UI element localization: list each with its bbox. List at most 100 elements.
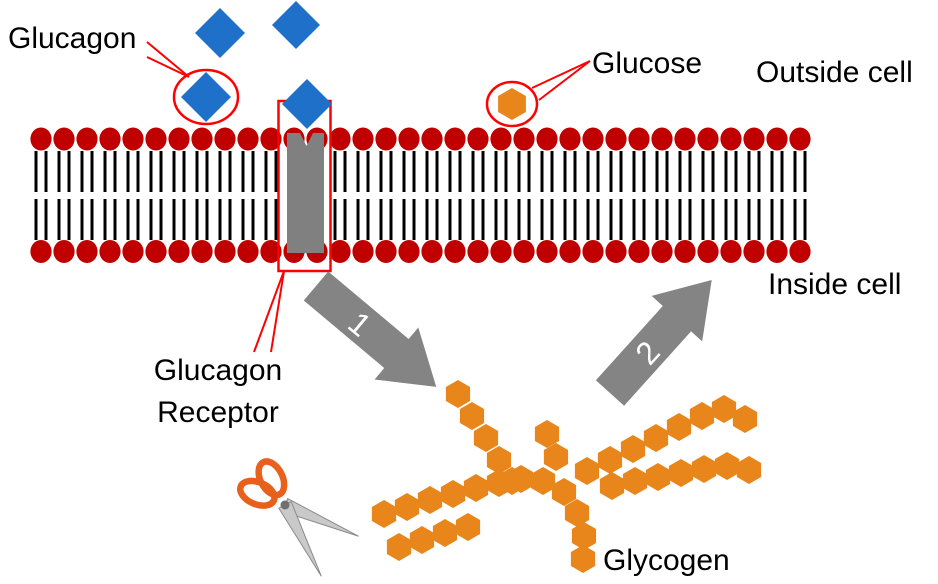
glycogen-hexagon bbox=[620, 435, 646, 463]
glycogen-hexagon bbox=[571, 522, 597, 550]
lipid-head bbox=[559, 240, 581, 263]
lipid-head bbox=[260, 127, 282, 151]
scissors-pivot bbox=[280, 500, 290, 510]
glucagon-receptor bbox=[287, 133, 324, 253]
lipid-head bbox=[30, 240, 52, 263]
lipid-head bbox=[536, 127, 558, 151]
glucagon-molecules bbox=[181, 1, 332, 129]
glucagon-molecule-icon bbox=[181, 72, 231, 122]
glycogen-hexagon bbox=[643, 424, 669, 452]
receptor-label-line1: Glucagon bbox=[154, 354, 282, 387]
lipid-head bbox=[191, 240, 213, 263]
lipid-head bbox=[214, 240, 236, 263]
receptor-callout bbox=[253, 270, 285, 353]
glucose-label: Glucose bbox=[592, 47, 702, 80]
cell-membrane bbox=[30, 127, 811, 263]
glycogen-hexagon bbox=[534, 420, 560, 448]
lipid-head bbox=[467, 127, 489, 151]
glycogen-hexagon bbox=[666, 413, 692, 441]
lipid-head bbox=[697, 127, 719, 151]
lipid-head bbox=[467, 240, 489, 263]
glycogen-hexagon bbox=[691, 455, 717, 483]
glycogen-hexagon bbox=[445, 380, 471, 408]
callout-line bbox=[531, 60, 591, 89]
lipid-head bbox=[697, 240, 719, 263]
glycogen-hexagon bbox=[486, 446, 512, 474]
lipid-head bbox=[145, 240, 167, 263]
glycogen-hexagon bbox=[645, 463, 671, 491]
glycogen-hexagon bbox=[386, 533, 412, 561]
arrow-shape bbox=[595, 280, 712, 406]
lipid-head bbox=[490, 240, 512, 263]
lipid-head bbox=[513, 240, 535, 263]
glycogen-hexagon bbox=[459, 402, 485, 430]
glucagon-callout bbox=[146, 41, 240, 126]
glycogen-hexagon bbox=[714, 452, 740, 480]
lipid-head bbox=[605, 240, 627, 263]
lipid-head bbox=[99, 127, 121, 151]
lipid-head bbox=[145, 127, 167, 151]
lipid-head bbox=[651, 240, 673, 263]
inside-cell-label: Inside cell bbox=[768, 268, 901, 301]
arrow-shape bbox=[303, 271, 437, 387]
glucagon-molecule-icon bbox=[272, 1, 320, 49]
callout-line bbox=[270, 270, 285, 353]
glycogen-hexagon bbox=[371, 500, 397, 528]
glycogen-hexagon bbox=[530, 467, 556, 495]
glycogen-hexagon bbox=[711, 395, 737, 423]
lipid-head bbox=[743, 240, 765, 263]
glycogen-hexagon bbox=[622, 467, 648, 495]
lipid-head bbox=[375, 127, 397, 151]
lipid-head bbox=[99, 240, 121, 263]
lipid-head bbox=[168, 127, 190, 151]
lipid-head bbox=[628, 240, 650, 263]
scissors-icon bbox=[237, 458, 359, 577]
glucose-molecule-icon bbox=[498, 88, 526, 120]
lipid-head bbox=[352, 127, 374, 151]
scissors-handle bbox=[255, 458, 288, 499]
lipid-head bbox=[789, 240, 811, 263]
lipid-head bbox=[651, 127, 673, 151]
lipid-head bbox=[582, 127, 604, 151]
glycogen-hexagon bbox=[543, 443, 569, 471]
glycogen-hexagon bbox=[732, 405, 758, 433]
glycogen-hexagon bbox=[668, 459, 694, 487]
callout-line bbox=[146, 56, 190, 78]
lipid-head bbox=[375, 240, 397, 263]
lipid-head bbox=[53, 240, 75, 263]
lipid-head bbox=[720, 127, 742, 151]
glycogen-hexagon bbox=[455, 513, 481, 541]
glucagon-molecule-icon bbox=[195, 8, 245, 58]
glucagon-molecule-on-receptor-icon bbox=[282, 79, 332, 129]
lipid-head bbox=[559, 127, 581, 151]
lipid-head bbox=[237, 127, 259, 151]
glycogen-hexagon bbox=[432, 519, 458, 547]
lipid-head bbox=[444, 240, 466, 263]
glycogen-hexagon bbox=[440, 480, 466, 508]
callout-line bbox=[146, 41, 190, 78]
glucagon-label: Glucagon bbox=[8, 22, 136, 55]
lipid-head bbox=[76, 240, 98, 263]
receptor-label-line2: Receptor bbox=[157, 396, 279, 429]
lipid-head bbox=[421, 127, 443, 151]
lipid-head bbox=[766, 240, 788, 263]
lipid-head bbox=[628, 127, 650, 151]
lipid-head bbox=[76, 127, 98, 151]
glycogen-hexagon bbox=[551, 478, 577, 506]
lipid-head bbox=[743, 127, 765, 151]
glycogen-hexagon bbox=[736, 456, 762, 484]
lipid-head bbox=[674, 240, 696, 263]
glycogen-hexagon bbox=[570, 545, 596, 573]
lipid-head bbox=[214, 127, 236, 151]
callout-line bbox=[253, 270, 285, 353]
lipid-head bbox=[398, 127, 420, 151]
glycogen-label: Glycogen bbox=[603, 544, 730, 577]
lipid-head bbox=[329, 127, 351, 151]
glycogen-hexagon bbox=[508, 465, 534, 493]
glucose-callout bbox=[485, 60, 591, 128]
glucagon-highlight-circle bbox=[172, 68, 240, 126]
lipid-head bbox=[398, 240, 420, 263]
lipid-head bbox=[260, 240, 282, 263]
